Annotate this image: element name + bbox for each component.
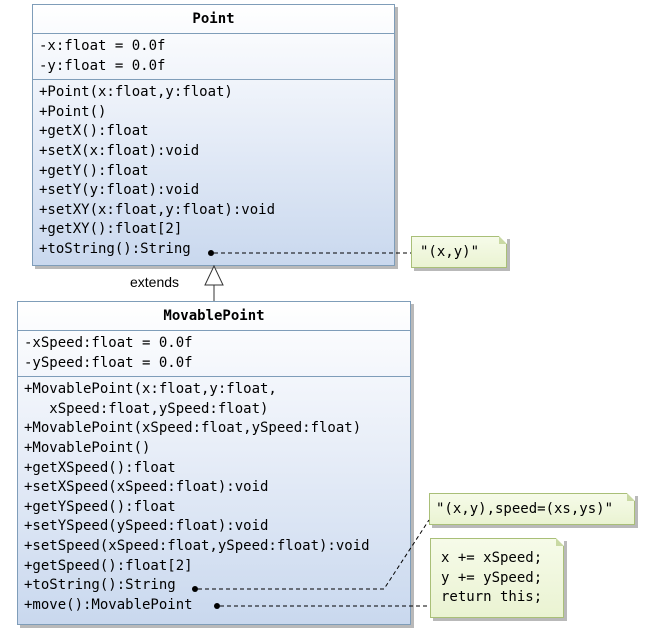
point-attribute: -x:float = 0.0f bbox=[39, 38, 166, 54]
anchor-dot-icon bbox=[192, 586, 198, 592]
note-move-body-line: x += xSpeed; bbox=[441, 550, 543, 566]
class-movablepoint: MovablePoint -xSpeed:float = 0.0f -ySpee… bbox=[17, 301, 411, 625]
note-movable-tostring-text: "(x,y),speed=(xs,ys)" bbox=[436, 501, 614, 517]
class-point: Point -x:float = 0.0f -y:float = 0.0f +P… bbox=[32, 4, 395, 266]
note-link-movable-tostring bbox=[198, 519, 430, 590]
movablepoint-method: +setXSpeed(xSpeed:float):void bbox=[24, 479, 269, 496]
anchor-dot-icon bbox=[214, 603, 220, 609]
movablepoint-attribute: -xSpeed:float = 0.0f bbox=[24, 335, 193, 351]
note-point-tostring-text: "(x,y)" bbox=[420, 244, 480, 260]
movablepoint-method: +setSpeed(xSpeed:float,ySpeed:float):voi… bbox=[24, 537, 370, 554]
movablepoint-method: +getSpeed():float[2] bbox=[24, 557, 193, 574]
movablepoint-method: +MovablePoint(x:float,y:float, bbox=[24, 381, 277, 398]
note-move-body-line: y += ySpeed; bbox=[441, 569, 543, 586]
point-method: +setY(y:float):void bbox=[39, 182, 200, 199]
point-method: +Point(x:float,y:float) bbox=[39, 84, 233, 101]
class-movablepoint-name: MovablePoint bbox=[18, 302, 410, 331]
note-movable-tostring: "(x,y),speed=(xs,ys)" bbox=[429, 493, 635, 525]
point-method: +Point() bbox=[39, 103, 107, 120]
note-move-body-line: return this; bbox=[441, 589, 543, 606]
note-fold-icon bbox=[627, 493, 635, 501]
class-movablepoint-attributes: -xSpeed:float = 0.0f -ySpeed:float = 0.0… bbox=[18, 331, 410, 378]
note-point-tostring: "(x,y)" bbox=[411, 236, 507, 268]
note-fold-icon bbox=[499, 236, 507, 244]
movablepoint-method: +MovablePoint() bbox=[24, 439, 151, 456]
point-method: +getXY():float[2] bbox=[39, 221, 183, 238]
extends-label: extends bbox=[130, 274, 180, 290]
point-method: +toString():String bbox=[39, 240, 191, 257]
point-method: +getY():float bbox=[39, 162, 149, 179]
note-fold-icon bbox=[556, 538, 564, 546]
movablepoint-attribute: -ySpeed:float = 0.0f bbox=[24, 354, 193, 371]
inheritance-arrowhead-icon bbox=[204, 264, 224, 286]
point-method: +setX(x:float):void bbox=[39, 142, 200, 159]
movablepoint-method: xSpeed:float,ySpeed:float) bbox=[24, 400, 269, 417]
note-move-body: x += xSpeed; y += ySpeed; return this; bbox=[430, 538, 564, 618]
movablepoint-method: +move():MovablePoint bbox=[24, 596, 193, 613]
point-attribute: -y:float = 0.0f bbox=[39, 57, 166, 74]
class-point-methods: +Point(x:float,y:float) +Point() +getX()… bbox=[33, 80, 394, 262]
class-point-name: Point bbox=[33, 5, 394, 34]
point-method: +setXY(x:float,y:float):void bbox=[39, 201, 276, 218]
movablepoint-method: +getYSpeed():float bbox=[24, 498, 176, 515]
point-method: +getX():float bbox=[39, 123, 149, 140]
movablepoint-method: +getXSpeed():float bbox=[24, 459, 176, 476]
class-movablepoint-methods: +MovablePoint(x:float,y:float, xSpeed:fl… bbox=[18, 377, 410, 618]
movablepoint-method: +MovablePoint(xSpeed:float,ySpeed:float) bbox=[24, 420, 362, 437]
class-point-attributes: -x:float = 0.0f -y:float = 0.0f bbox=[33, 34, 394, 81]
anchor-dot-icon bbox=[208, 250, 214, 256]
movablepoint-method: +toString():String bbox=[24, 577, 176, 594]
movablepoint-method: +setYSpeed(ySpeed:float):void bbox=[24, 518, 269, 535]
